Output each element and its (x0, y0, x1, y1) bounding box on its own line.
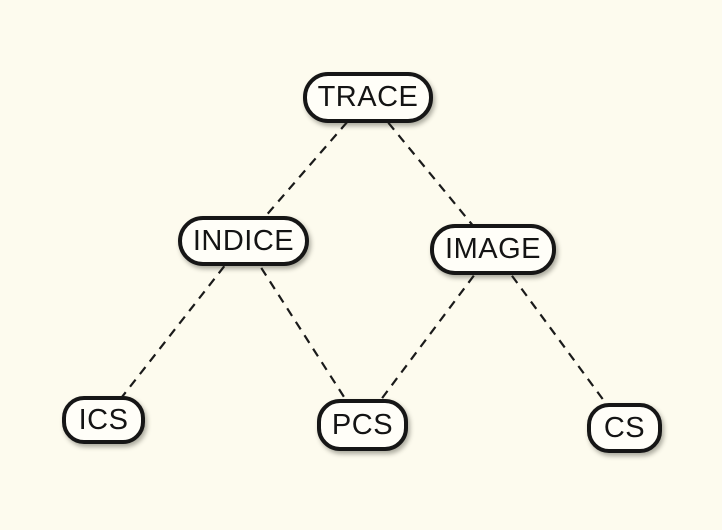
node-trace-label: TRACE (317, 81, 419, 113)
edge-indice-pcs (243, 240, 363, 426)
node-ics-label: ICS (78, 403, 129, 436)
node-image-label: IMAGE (445, 233, 541, 265)
node-cs[interactable]: CS (587, 403, 662, 453)
node-trace[interactable]: TRACE (303, 72, 433, 123)
node-indice[interactable]: INDICE (178, 216, 309, 266)
edge-indice-ics (103, 240, 245, 421)
node-pcs-label: PCS (331, 408, 394, 441)
node-cs-label: CS (603, 411, 646, 444)
node-image[interactable]: IMAGE (430, 224, 556, 275)
node-ics[interactable]: ICS (62, 396, 145, 444)
edge-image-pcs (361, 249, 494, 426)
edge-image-cs (492, 249, 625, 429)
node-indice-label: INDICE (192, 224, 295, 257)
node-pcs[interactable]: PCS (317, 399, 408, 451)
